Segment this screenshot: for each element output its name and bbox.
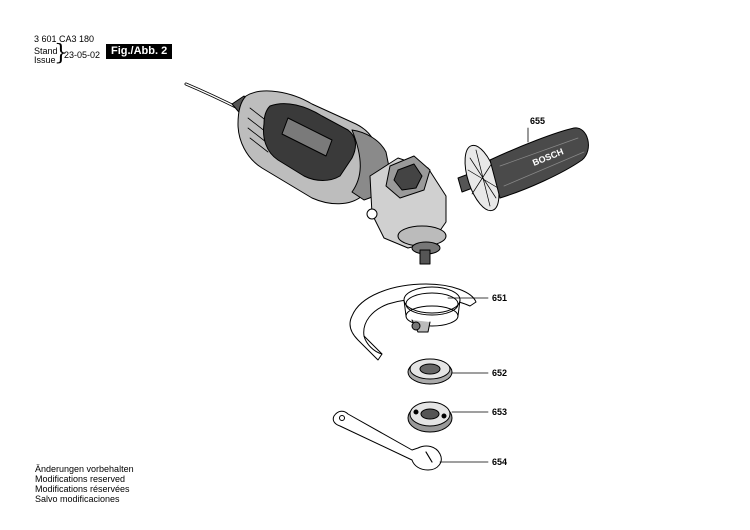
footer-line-de: Änderungen vorbehalten [35,464,134,474]
document-number: 3 601 CA3 180 [34,34,95,44]
leader-lines [439,127,529,463]
brace-glyph: } [54,41,68,66]
part-number-653: 653 [492,407,508,417]
grinder-body [231,90,447,265]
figure-badge: Fig./Abb. 2 [106,44,173,59]
issue-label: Issue [34,55,56,65]
part-number-651: 651 [492,293,508,303]
footer-line-es: Salvo modificaciones [35,494,120,504]
part-number-652: 652 [492,368,508,378]
footer-line-en: Modifications reserved [35,474,126,484]
part-number-654: 654 [492,457,508,467]
clamping-nut [407,401,453,433]
issue-date: 23-05-02 [64,50,101,60]
side-handle [457,127,589,212]
mounting-flange [407,358,453,385]
two-pin-spanner [332,410,442,471]
part-number-655: 655 [530,116,546,126]
stand-label: Stand [34,46,58,56]
wheel-guard [349,283,477,361]
footer-line-fr: Modifications réservées [35,484,130,494]
